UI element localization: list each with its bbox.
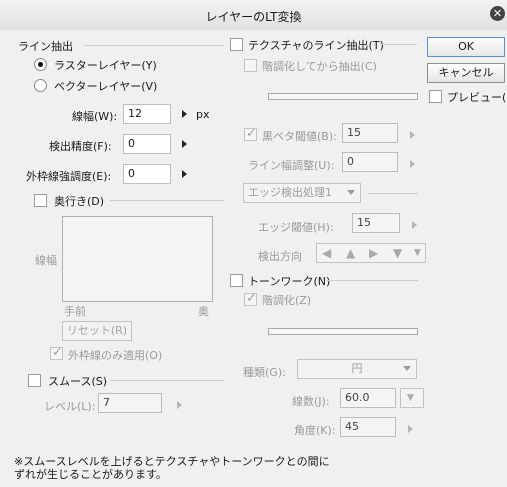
edge-threshold-arrow-icon[interactable]	[412, 221, 417, 229]
chevron-down-icon	[347, 190, 355, 195]
detect-precision-input[interactable]: 0	[123, 134, 171, 154]
checkmark-icon: ✓	[246, 291, 257, 306]
tone-type-label: 種類(G):	[243, 366, 286, 379]
depth-checkbox[interactable]	[34, 194, 47, 207]
outline-only-label: 外枠線のみ適用(O)	[68, 349, 163, 362]
tonework-gradate-checkbox[interactable]: ✓	[244, 291, 257, 306]
preview-label: プレビュー(P)	[447, 91, 507, 104]
texture-line-checkbox[interactable]	[230, 38, 243, 51]
line-extract-header: ライン抽出	[18, 40, 73, 53]
texture-line-label: テクスチャのライン抽出(T)	[248, 39, 384, 52]
checkmark-icon: ✓	[246, 126, 257, 141]
texture-preview-bar	[268, 93, 418, 100]
black-threshold-label: 黒ベタ閾値(B):	[262, 130, 337, 143]
edge-process-value: エッジ検出処理1	[248, 186, 332, 199]
dialog-title: レイヤーのLT変換	[205, 10, 302, 24]
reset-button[interactable]: リセット(R)	[62, 321, 132, 341]
depth-graph-ylabel: 線幅	[35, 254, 57, 267]
detect-direction-selector[interactable]: ◀ ▲ ▶ ▼ ▼	[316, 243, 426, 263]
edge-process-dropdown[interactable]: エッジ検出処理1	[243, 183, 361, 203]
detect-precision-label: 検出精度(F):	[49, 140, 112, 153]
raster-layer-label: ラスターレイヤー(Y)	[54, 59, 157, 72]
tone-type-dropdown[interactable]: 円	[297, 359, 417, 379]
black-threshold-arrow-icon[interactable]	[410, 131, 415, 139]
depth-near-label: 手前	[64, 305, 86, 318]
detect-direction-label: 検出方向	[258, 250, 302, 263]
raster-layer-radio[interactable]	[34, 58, 47, 71]
detect-precision-slider-arrow-icon[interactable]	[182, 140, 187, 148]
line-width-adjust-arrow-icon[interactable]	[410, 160, 415, 168]
depth-label: 奥行き(D)	[54, 195, 105, 208]
note-line-1: ※スムースレベルを上げるとテクスチャやトーンワークとの間に	[14, 455, 330, 468]
close-icon: ✕	[492, 7, 503, 20]
tone-lines-label: 線数(J):	[292, 395, 330, 408]
chevron-down-icon	[403, 366, 411, 371]
tone-lines-input[interactable]: 60.0	[340, 388, 396, 408]
chevron-down-icon: ▼	[414, 248, 421, 258]
edge-threshold-label: エッジ閾値(H):	[258, 221, 334, 234]
texture-divider	[380, 44, 417, 45]
outline-strength-slider-arrow-icon[interactable]	[182, 170, 187, 178]
tone-lines-dropdown-button[interactable]: ▼	[400, 388, 424, 408]
outline-strength-input[interactable]: 0	[123, 164, 171, 184]
outline-only-checkbox[interactable]: ✓	[50, 345, 63, 360]
vector-layer-label: ベクターレイヤー(V)	[54, 80, 158, 93]
depth-curve-graph[interactable]	[62, 216, 213, 302]
checkmark-icon: ✓	[52, 345, 63, 360]
line-width-adjust-label: ライン幅調整(U):	[248, 159, 335, 172]
title-bar: レイヤーのLT変換 ✕	[0, 0, 507, 31]
tonework-checkbox[interactable]	[230, 274, 243, 287]
gradate-extract-checkbox[interactable]	[244, 59, 257, 72]
line-extract-divider	[84, 45, 224, 46]
arrow-up-icon: ▲	[346, 246, 356, 260]
tone-angle-label: 角度(K):	[294, 424, 336, 437]
line-width-label: 線幅(W):	[72, 110, 118, 123]
arrow-left-icon: ◀	[322, 246, 332, 260]
black-threshold-checkbox[interactable]: ✓	[244, 126, 257, 141]
arrow-down-icon: ▼	[393, 246, 403, 260]
line-width-unit: px	[196, 108, 210, 121]
radio-selected-dot	[38, 62, 43, 67]
tonework-label: トーンワーク(N)	[248, 275, 331, 288]
smooth-level-slider-arrow-icon[interactable]	[177, 401, 182, 409]
line-width-input[interactable]: 12	[123, 104, 171, 124]
tone-angle-input[interactable]: 45	[340, 417, 396, 437]
chevron-down-icon: ▼	[407, 393, 414, 403]
smooth-level-input[interactable]: 7	[98, 393, 162, 413]
tone-angle-arrow-icon[interactable]	[408, 425, 413, 433]
vector-layer-radio[interactable]	[34, 79, 47, 92]
line-width-adjust-input[interactable]: 0	[342, 152, 398, 172]
line-width-slider-arrow-icon[interactable]	[182, 110, 187, 118]
note-line-2: ずれが生じることがあります。	[14, 468, 167, 481]
close-button[interactable]: ✕	[490, 6, 505, 21]
tonework-divider	[326, 280, 418, 281]
outline-strength-label: 外枠線強調度(E):	[26, 170, 112, 183]
tone-type-value: 円	[351, 362, 363, 375]
black-threshold-input[interactable]: 15	[342, 123, 398, 143]
smooth-divider	[110, 380, 224, 381]
depth-divider	[110, 200, 224, 201]
tonework-preview-bar	[268, 328, 418, 335]
smooth-label: スムース(S)	[48, 375, 108, 388]
smooth-checkbox[interactable]	[28, 374, 41, 387]
edge-divider	[368, 193, 418, 194]
edge-threshold-input[interactable]: 15	[352, 213, 400, 233]
smooth-level-label: レベル(L):	[44, 400, 96, 413]
preview-checkbox[interactable]	[429, 90, 442, 103]
arrow-right-icon: ▶	[369, 246, 379, 260]
depth-far-label: 奥	[198, 305, 209, 318]
ok-button[interactable]: OK	[427, 37, 505, 57]
gradate-extract-label: 階調化してから抽出(C)	[262, 60, 377, 73]
tonework-gradate-label: 階調化(Z)	[262, 294, 312, 307]
cancel-button[interactable]: キャンセル	[427, 63, 505, 83]
